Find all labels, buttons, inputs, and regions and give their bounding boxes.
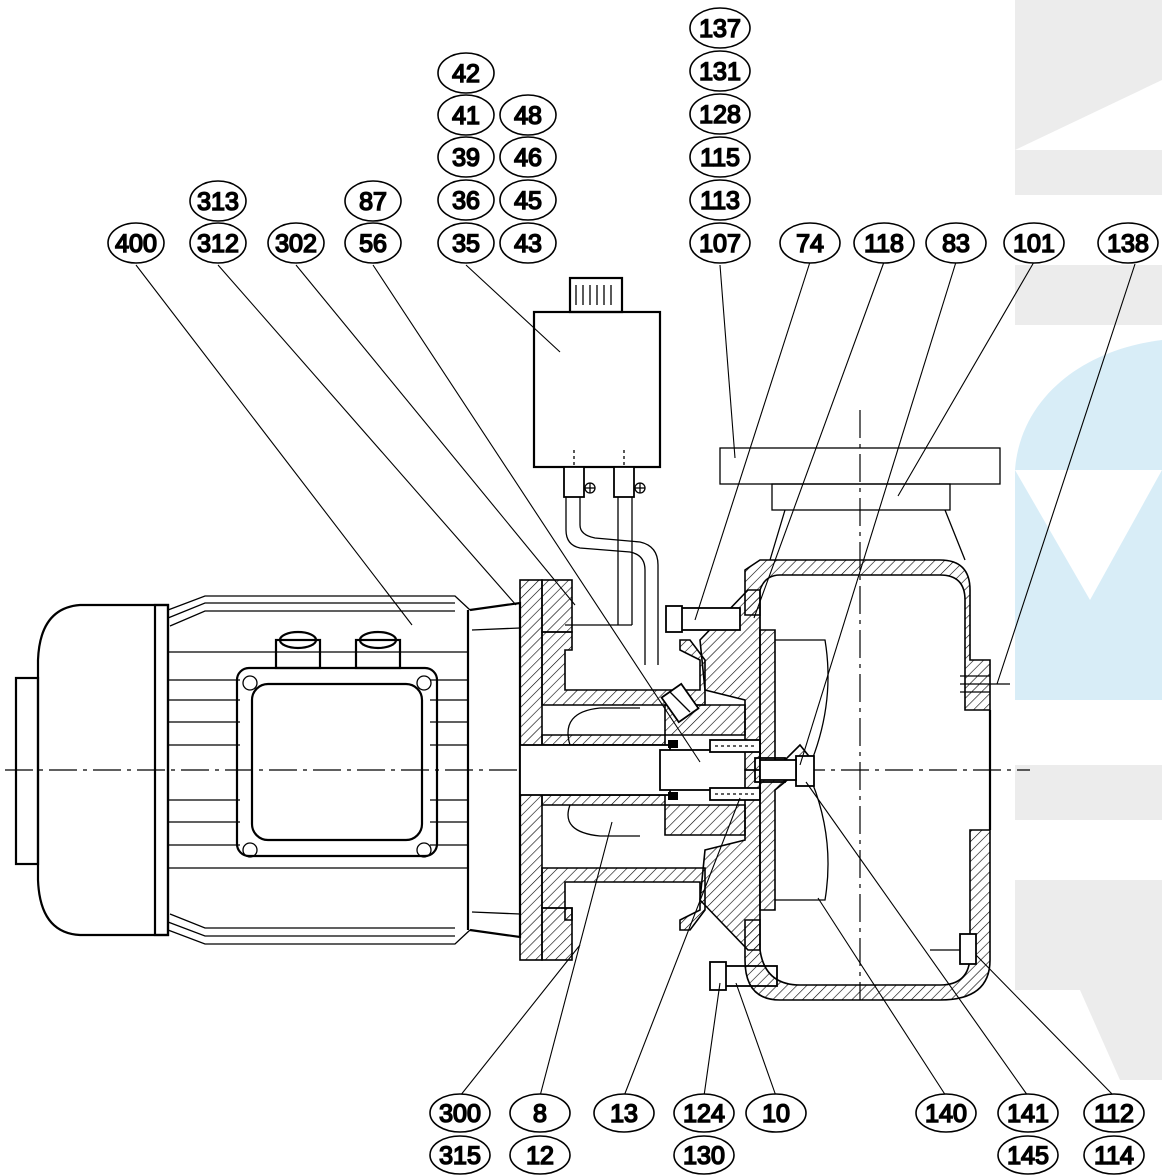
callout-315: 315 — [429, 1135, 491, 1175]
callout-138: 138 — [1097, 222, 1159, 264]
callout-56: 56 — [344, 222, 402, 264]
callout-35: 35 — [437, 222, 495, 264]
svg-text:46: 46 — [514, 144, 542, 172]
callout-112: 112 — [1083, 1093, 1145, 1133]
callout-313: 313 — [189, 180, 247, 222]
shaft — [519, 744, 786, 796]
casing-cover — [660, 589, 761, 951]
callout-39: 39 — [437, 136, 495, 178]
callout-46: 46 — [499, 136, 557, 178]
svg-text:114: 114 — [1094, 1142, 1134, 1170]
cable-glands — [274, 630, 402, 670]
svg-text:87: 87 — [359, 188, 387, 216]
callouts: 400 313 312 302 87 56 42 41 39 36 35 48 … — [107, 7, 1159, 1175]
callout-118: 118 — [853, 222, 915, 264]
callout-130: 130 — [673, 1135, 735, 1175]
callout-12: 12 — [509, 1135, 571, 1175]
pump-casing — [744, 559, 992, 1001]
callout-107: 107 — [689, 222, 751, 264]
callout-74: 74 — [779, 222, 841, 264]
callout-13: 13 — [593, 1093, 655, 1133]
callout-10: 10 — [745, 1093, 807, 1133]
svg-text:12: 12 — [526, 1142, 554, 1170]
callout-43: 43 — [499, 222, 557, 264]
svg-text:312: 312 — [197, 230, 239, 258]
terminal-box — [235, 666, 439, 858]
svg-text:13: 13 — [610, 1100, 638, 1128]
motor — [14, 595, 522, 945]
callout-137: 137 — [689, 7, 751, 49]
drain-plug-side — [960, 675, 1010, 693]
svg-text:74: 74 — [796, 230, 824, 258]
callout-115: 115 — [689, 136, 751, 178]
callout-83: 83 — [925, 222, 987, 264]
upper-bolt — [665, 605, 741, 633]
callout-300: 300 — [429, 1093, 491, 1133]
callout-45: 45 — [499, 179, 557, 221]
callout-131: 131 — [689, 50, 751, 92]
svg-text:101: 101 — [1013, 230, 1055, 258]
svg-text:112: 112 — [1094, 1100, 1134, 1128]
svg-text:141: 141 — [1007, 1100, 1049, 1128]
watermark — [1015, 0, 1162, 1080]
callout-140: 140 — [915, 1093, 977, 1133]
callout-114: 114 — [1083, 1135, 1145, 1175]
svg-text:48: 48 — [514, 102, 542, 130]
svg-text:131: 131 — [699, 58, 741, 86]
svg-text:124: 124 — [683, 1100, 725, 1128]
svg-text:313: 313 — [197, 188, 239, 216]
callout-113: 113 — [689, 179, 751, 221]
drain-plug-bottom — [930, 933, 977, 965]
callout-312: 312 — [189, 222, 247, 264]
callout-141: 141 — [997, 1093, 1059, 1133]
svg-text:45: 45 — [514, 187, 542, 215]
svg-text:113: 113 — [700, 187, 740, 215]
callout-36: 36 — [437, 179, 495, 221]
svg-text:10: 10 — [762, 1100, 790, 1128]
callout-8: 8 — [509, 1093, 571, 1133]
callout-87: 87 — [344, 180, 402, 222]
svg-text:400: 400 — [115, 230, 157, 258]
svg-text:302: 302 — [275, 230, 317, 258]
callout-128: 128 — [689, 93, 751, 135]
svg-text:140: 140 — [925, 1100, 967, 1128]
flush-fitting — [660, 682, 700, 724]
svg-text:315: 315 — [439, 1142, 481, 1170]
callout-302: 302 — [267, 222, 325, 264]
svg-text:35: 35 — [452, 230, 480, 258]
svg-text:41: 41 — [452, 102, 480, 130]
svg-text:56: 56 — [359, 230, 387, 258]
svg-text:115: 115 — [700, 144, 740, 172]
svg-text:8: 8 — [533, 1100, 547, 1128]
control-box — [532, 276, 662, 665]
svg-text:145: 145 — [1007, 1142, 1049, 1170]
callout-145: 145 — [997, 1135, 1059, 1175]
svg-text:36: 36 — [452, 187, 480, 215]
discharge-flange — [719, 447, 1001, 561]
svg-text:300: 300 — [439, 1100, 481, 1128]
callout-42: 42 — [437, 52, 495, 94]
svg-text:43: 43 — [514, 230, 542, 258]
svg-text:107: 107 — [699, 230, 741, 258]
callout-41: 41 — [437, 94, 495, 136]
svg-text:118: 118 — [864, 230, 904, 258]
svg-text:128: 128 — [699, 101, 741, 129]
svg-text:137: 137 — [699, 15, 741, 43]
callout-48: 48 — [499, 94, 557, 136]
svg-text:130: 130 — [683, 1142, 725, 1170]
callout-400: 400 — [107, 222, 165, 264]
svg-text:83: 83 — [942, 230, 970, 258]
leader-lines — [135, 261, 1136, 1097]
svg-text:42: 42 — [452, 60, 480, 88]
svg-text:138: 138 — [1107, 230, 1149, 258]
callout-101: 101 — [1003, 222, 1065, 264]
svg-text:39: 39 — [452, 144, 480, 172]
callout-124: 124 — [673, 1093, 735, 1133]
